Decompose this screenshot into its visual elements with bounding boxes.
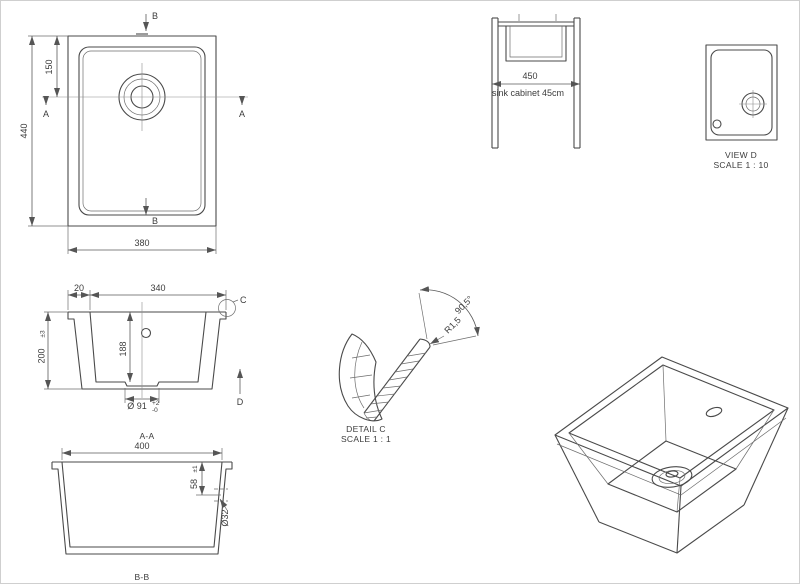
detail-c-hatching bbox=[349, 352, 427, 419]
cabinet-view: 450 sink cabinet 45cm bbox=[491, 14, 581, 149]
view-d-marker-label: D bbox=[237, 397, 244, 407]
detail-c-scale: SCALE 1 : 1 bbox=[341, 434, 391, 444]
sink-outer-outline bbox=[67, 35, 217, 227]
iso-drain bbox=[651, 466, 693, 488]
detail-c-title: DETAIL C bbox=[346, 424, 386, 434]
bb-inner-bowl bbox=[61, 461, 223, 548]
iso-inner-rim bbox=[568, 364, 775, 479]
dim-drain-tol-upper: +2 bbox=[152, 400, 160, 407]
aa-dimensions: 20 340 188 200 ±3 Ø 91 +2 -0 bbox=[37, 283, 227, 414]
section-bb-view: 400 58 ±1 Ø32 B-B bbox=[51, 441, 233, 582]
detail-c-callout: C bbox=[218, 295, 247, 317]
isometric-view bbox=[554, 356, 789, 554]
view-d-title: VIEW D bbox=[725, 150, 757, 160]
detail-c-view: 90,5° R1,5 DETAIL C SCALE 1 : 1 bbox=[338, 286, 480, 444]
view-d-overflow-hole bbox=[712, 119, 722, 129]
dim-drain-label: Ø 91 bbox=[127, 401, 147, 411]
dim-150-label: 150 bbox=[44, 59, 54, 74]
iso-outer-shell bbox=[554, 407, 789, 554]
dim-380-label: 380 bbox=[134, 238, 149, 248]
dim-450-label: 450 bbox=[522, 71, 537, 81]
section-b-label-bottom: B bbox=[152, 216, 158, 226]
dim-58-label: 58 bbox=[189, 479, 199, 489]
iso-overflow-hole bbox=[705, 406, 723, 418]
bb-dimensions: 400 58 ±1 Ø32 bbox=[61, 441, 230, 527]
detail-c-marker-label: C bbox=[240, 295, 247, 305]
dim-188-label: 188 bbox=[118, 341, 128, 356]
dim-200-tolerance: ±3 bbox=[40, 330, 47, 338]
cabinet-caption: sink cabinet 45cm bbox=[492, 88, 564, 98]
aa-outer-shell bbox=[67, 312, 227, 390]
dim-radius-label: R1,5 bbox=[442, 315, 463, 336]
view-d: VIEW D SCALE 1 : 10 bbox=[705, 44, 778, 170]
view-d-drain bbox=[739, 90, 767, 118]
view-d-outer bbox=[705, 44, 778, 141]
section-a-label-right: A bbox=[239, 109, 245, 119]
dim-drain-tol-lower: -0 bbox=[152, 407, 158, 414]
section-b-label-top: B bbox=[152, 11, 158, 21]
view-d-bowl bbox=[710, 49, 773, 136]
section-aa-title: A-A bbox=[139, 431, 154, 441]
aa-overflow-hole bbox=[140, 327, 152, 339]
dim-overflow-dia-label: Ø32 bbox=[220, 509, 230, 526]
iso-bowl-edges bbox=[568, 364, 775, 513]
dim-20-label: 20 bbox=[74, 283, 84, 293]
section-a-label-left: A bbox=[43, 109, 49, 119]
plan-dimensions: 150 440 380 bbox=[19, 35, 217, 254]
dim-440-label: 440 bbox=[19, 123, 29, 138]
dim-angle-label: 90,5° bbox=[453, 294, 475, 316]
section-bb-title: B-B bbox=[134, 572, 149, 582]
sink-side-profile bbox=[498, 14, 574, 62]
view-d-arrow: D bbox=[237, 369, 244, 407]
cabinet-dimension: 450 sink cabinet 45cm bbox=[492, 71, 580, 98]
bb-outer-shell bbox=[51, 462, 233, 555]
cabinet-rails bbox=[491, 17, 581, 149]
section-a-markers: A A bbox=[43, 96, 245, 119]
dim-400-label: 400 bbox=[134, 441, 149, 451]
detail-c-geometry bbox=[338, 333, 431, 422]
dim-340-label: 340 bbox=[150, 283, 165, 293]
detail-c-angle-dimension: 90,5° R1,5 bbox=[418, 286, 480, 346]
section-b-markers: B B bbox=[143, 11, 158, 226]
dim-58-tolerance: ±1 bbox=[192, 465, 199, 473]
sink-bowl-inner-line bbox=[82, 50, 202, 212]
view-d-scale: SCALE 1 : 10 bbox=[713, 160, 768, 170]
plan-view: B B A A 150 440 380 bbox=[19, 11, 248, 254]
dim-200-label: 200 bbox=[37, 348, 47, 363]
sink-bowl-outline bbox=[78, 46, 206, 216]
section-aa-view: 20 340 188 200 ±3 Ø 91 +2 -0 C D A-A bbox=[37, 283, 248, 441]
aa-inner-bowl bbox=[89, 311, 207, 387]
iso-bowl-bottom bbox=[607, 440, 737, 513]
